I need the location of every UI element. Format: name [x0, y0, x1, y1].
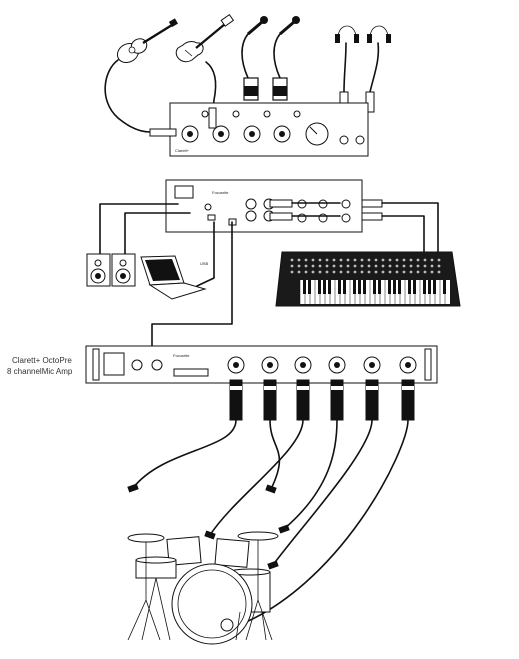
microphone-icon [247, 16, 268, 36]
brand-label: Clarett+ [175, 148, 190, 153]
electric-guitar-icon [175, 13, 235, 63]
synthesizer-keyboard-icon [275, 251, 461, 307]
drum-kit-icon [127, 531, 279, 645]
octopre-rack-unit: Focusrite [85, 345, 438, 384]
microphone-icon [278, 524, 290, 534]
clarett-rear-panel: Focusrite [165, 179, 363, 233]
clarett-front-panel: Clarett+ [169, 102, 369, 157]
octopre-subtitle: 8 channelMic Amp [7, 367, 73, 376]
studio-monitor-icon [86, 253, 111, 287]
acoustic-guitar-icon [116, 18, 178, 64]
headphones-icon [335, 25, 359, 43]
octopre-title: Clarett+ OctoPre [12, 356, 72, 365]
studio-monitor-icon [111, 253, 136, 287]
microphone-icon [279, 16, 300, 36]
microphone-icon [267, 560, 279, 570]
microphone-icon [265, 484, 277, 494]
microphone-icon [204, 530, 216, 540]
headphones-icon [367, 25, 391, 43]
microphone-icon [127, 483, 139, 493]
brand-label: Focusrite [212, 190, 229, 195]
usb-label: USB [200, 261, 209, 266]
laptop-icon [140, 255, 207, 300]
brand-label: Focusrite [173, 353, 190, 358]
